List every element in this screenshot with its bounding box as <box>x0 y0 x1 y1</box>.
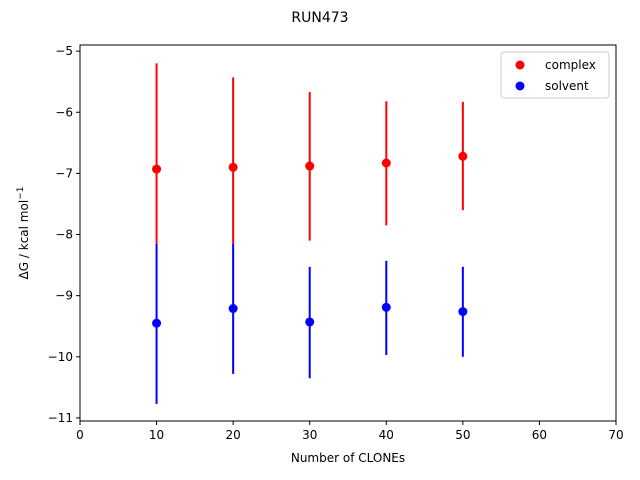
legend-marker-solvent <box>515 81 525 91</box>
chart-title: RUN473 <box>291 10 348 26</box>
x-tick-label: 60 <box>532 428 547 442</box>
x-tick-label: 70 <box>608 428 623 442</box>
x-tick-label: 40 <box>379 428 394 442</box>
y-tick-label: −6 <box>55 105 73 119</box>
y-axis-ticks: −11 −10 −9 −8 −7 −6 −5 <box>48 44 80 425</box>
y-tick-label: −10 <box>48 350 73 364</box>
y-axis-label-sup: −1 <box>16 187 26 200</box>
plot-frame <box>79 44 617 422</box>
data-point-solvent <box>458 307 468 317</box>
y-axis-label: ΔG / kcal mol−1 <box>16 187 31 280</box>
data-point-complex <box>381 158 391 168</box>
data-point-solvent <box>305 317 315 327</box>
data-point-solvent <box>381 302 391 312</box>
x-tick-label: 30 <box>302 428 317 442</box>
data-point-solvent <box>228 304 238 314</box>
legend-label-solvent: solvent <box>545 79 589 93</box>
y-tick-label: −8 <box>55 228 73 242</box>
plot-area <box>152 63 468 404</box>
x-axis-label: Number of CLONEs <box>291 451 405 465</box>
legend-label-complex: complex <box>545 58 596 72</box>
data-point-solvent <box>152 318 162 328</box>
x-tick-label: 10 <box>149 428 164 442</box>
y-axis-label-main: ΔG / kcal mol <box>17 200 31 280</box>
data-point-complex <box>152 164 162 174</box>
legend-box <box>500 51 610 99</box>
y-tick-label: −11 <box>48 411 73 425</box>
legend: complex solvent <box>500 51 610 99</box>
x-tick-label: 20 <box>226 428 241 442</box>
legend-marker-complex <box>515 60 525 70</box>
data-point-complex <box>458 151 468 161</box>
y-tick-label: −7 <box>55 166 73 180</box>
y-tick-label: −5 <box>55 44 73 58</box>
x-axis-ticks: 0 10 20 30 40 50 60 70 <box>76 421 624 442</box>
y-tick-label: −9 <box>55 289 73 303</box>
data-point-complex <box>228 162 238 172</box>
x-tick-label: 0 <box>76 428 84 442</box>
data-point-complex <box>305 161 315 171</box>
x-tick-label: 50 <box>455 428 470 442</box>
